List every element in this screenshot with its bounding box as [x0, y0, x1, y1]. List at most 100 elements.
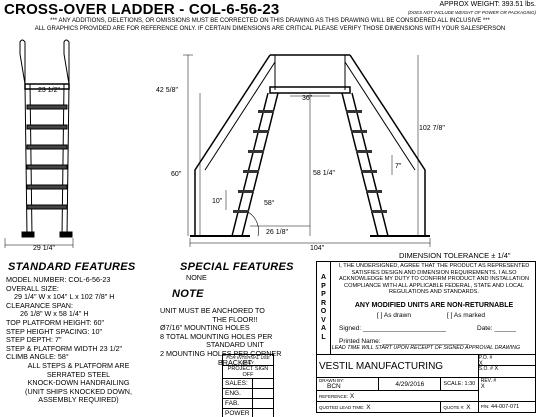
sign-cell[interactable]	[251, 398, 275, 409]
approval-letter: L	[321, 333, 326, 341]
reference-label: REFERENCE:	[319, 393, 349, 399]
weight-note: (DOES NOT INCLUDE WEIGHT OF POWER OR PAC…	[407, 10, 536, 15]
reference-cell: REFERENCE: X	[316, 390, 479, 402]
dim-half-base: 26 1/8"	[266, 229, 288, 236]
role-power: POWER	[222, 408, 253, 417]
drawn-by-value: BCN	[327, 383, 341, 390]
scale-value: SCALE: 1:30	[440, 377, 479, 391]
note-line: Ø7/16" MOUNTING HOLES	[160, 323, 250, 333]
quoted-lead-label: QUOTED LEAD TIME:	[319, 404, 365, 410]
company-name: VESTIL MANUFACTURING	[316, 354, 479, 378]
printed-name-label: Printed Name:	[339, 338, 381, 345]
date-value: 4/29/2016	[378, 377, 442, 391]
spec-line: KNOCK-DOWN HANDRAILING	[27, 378, 130, 388]
approval-letter: O	[320, 308, 327, 315]
dim-step-spacing: 10"	[212, 198, 223, 205]
drawn-by-cell: DRAWN BY:BCN	[315, 377, 380, 391]
approx-weight: APPROX WEIGHT: 393.51 lbs.	[439, 1, 536, 8]
project-sign-off-table: FOR INTERNAL USE ONLY PROJECT SIGN OFF S…	[222, 354, 275, 417]
lead-time-notice: LEAD TIME WILL START UPON RECEIPT OF SIG…	[331, 345, 521, 351]
note-line: 2 MOUNTING HOLES PER CORNER	[160, 348, 282, 358]
as-marked-checkbox[interactable]: [ ] As marked	[447, 312, 485, 319]
po-so-cells: P.O. #X S.O. # X	[477, 354, 537, 378]
dim-climb-angle: 58°	[264, 199, 275, 207]
quote-label: QUOTE #:	[443, 404, 465, 410]
dim-front-width-bottom: 29 1/4"	[33, 245, 55, 252]
pn-label: P/N:	[480, 404, 490, 409]
standard-features-heading: STANDARD FEATURES	[8, 261, 136, 273]
rev-label: REV. #	[480, 378, 497, 384]
role-sales: SALES:	[222, 378, 253, 389]
spec-line: 26 1/8" W x 58 1/4" H	[20, 309, 89, 319]
reference-notice: ALL GRAPHICS PROVIDED ARE FOR REFERENCE …	[34, 26, 506, 32]
spec-line: ASSEMBLY REQUIRED)	[38, 395, 119, 405]
side-view	[183, 54, 431, 247]
sign-cell[interactable]	[251, 388, 275, 399]
dim-platform-width: 36"	[302, 95, 313, 102]
date-label: Date:	[477, 325, 493, 332]
approval-letter: P	[321, 291, 326, 298]
sign-cell[interactable]	[251, 378, 275, 389]
non-returnable-warning: ANY MODIFIED UNITS ARE NON-RETURNABLE	[354, 302, 514, 309]
quote-cell: QUOTE #: X	[440, 401, 479, 413]
note-heading: NOTE	[172, 288, 204, 300]
so-cell: S.O. # X	[479, 366, 535, 377]
signed-label: Signed:	[339, 325, 362, 332]
pn-value: 44-007-071	[491, 404, 520, 410]
dim-ladder-span: 58 1/4"	[313, 170, 335, 177]
dimension-tolerance: DIMENSION TOLERANCE ± 1/4"	[399, 251, 511, 260]
weight-info: APPROX WEIGHT: 393.51 lbs. (DOES NOT INC…	[408, 1, 536, 17]
note-line: THE FLOOR!!	[212, 314, 258, 324]
spec-line: TOP PLATFORM HEIGHT: 60"	[6, 317, 105, 327]
dim-platform-height: 60"	[171, 171, 182, 178]
quote-value: X	[466, 403, 471, 411]
so-label: S.O. #	[478, 366, 493, 372]
so-value: X	[494, 366, 499, 372]
approval-letter: R	[320, 299, 327, 307]
approval-letter: V	[321, 316, 326, 324]
internal-use-label: FOR INTERNAL USE ONLY	[222, 354, 274, 366]
dim-total-height: 102 7/8"	[419, 125, 445, 132]
title-block-table: VESTIL MANUFACTURING P.O. #X S.O. # X DR…	[315, 354, 537, 413]
front-view	[4, 39, 74, 248]
spec-line: SERRATED STEEL	[46, 369, 111, 379]
drawing-title: CROSS-OVER LADDER - COL-6-56-23	[4, 1, 280, 18]
approval-statement: I, THE UNDERSIGNED, AGREE THAT THE PRODU…	[338, 263, 530, 296]
reference-value: X	[349, 392, 355, 400]
dim-step-depth: 7"	[395, 163, 402, 170]
spec-line: STEP DEPTH: 7"	[6, 335, 62, 345]
po-cell: P.O. #X	[478, 355, 535, 367]
note-line: 8 TOTAL MOUNTING HOLES PER	[160, 331, 273, 341]
approval-box: A P P R O V A L I, THE UNDERSIGNED, AGRE…	[316, 261, 536, 355]
special-features-text: NONE	[186, 273, 207, 282]
sign-cell[interactable]	[251, 408, 275, 417]
role-eng: ENG.	[222, 388, 253, 399]
spec-line: CLEARANCE SPAN:	[6, 300, 73, 310]
spec-line: 29 1/4" W x 104" L x 102 7/8" H	[14, 292, 115, 302]
note-line: STANDARD UNIT	[206, 340, 264, 350]
spec-line: STEP HEIGHT SPACING: 10"	[6, 326, 103, 336]
quoted-lead-value: X	[366, 403, 371, 411]
printed-name-field[interactable]: Printed Name: ________________________	[339, 338, 470, 345]
role-fab: FAB.	[222, 398, 253, 409]
dim-front-width-top: 23 1/2"	[38, 87, 60, 94]
po-label: P.O. #	[478, 355, 493, 361]
rev-value: X	[480, 384, 485, 390]
signed-field[interactable]: Signed: _______________________	[339, 325, 446, 332]
spec-line: STEP & PLATFORM WIDTH 23 1/2"	[6, 343, 123, 353]
spec-line: MODEL NUMBER: COL-6-56-23	[6, 275, 111, 284]
project-sign-off-label: PROJECT SIGN OFF	[222, 365, 274, 379]
pn-cell: P/N: 44-007-071	[477, 401, 537, 413]
po-value: X	[478, 361, 483, 367]
drawn-by-label: DRAWN BY:	[319, 378, 345, 383]
special-features-heading: SPECIAL FEATURES	[180, 261, 294, 273]
approval-letter: P	[321, 282, 326, 290]
spec-line: CLIMB ANGLE: 58°	[6, 352, 69, 362]
rev-cell: REV. #X	[477, 377, 537, 402]
inclusive-notice: *** ANY ADDITIONS, DELETIONS, OR OMISSIO…	[50, 18, 490, 24]
date-field[interactable]: Date: ______	[477, 325, 517, 332]
approval-vertical-label: A P P R O V A L	[317, 262, 331, 354]
as-drawn-checkbox[interactable]: [ ] As drawn	[377, 312, 411, 319]
note-line: UNIT MUST BE ANCHORED TO	[160, 306, 265, 315]
